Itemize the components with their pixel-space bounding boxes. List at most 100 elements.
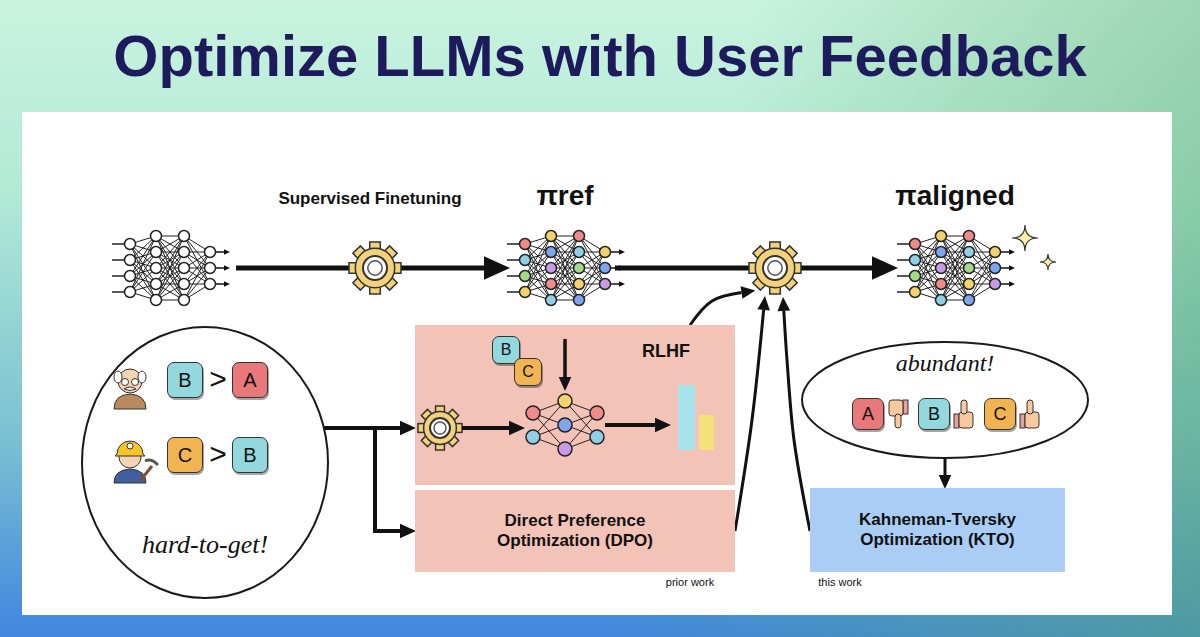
glasses (122, 379, 129, 386)
net-neuron (964, 279, 975, 290)
shirt (114, 394, 146, 409)
net-neuron (590, 406, 604, 420)
arrow-line (216, 267, 226, 269)
hair (138, 371, 146, 383)
connector-arrow (784, 311, 810, 531)
palm (959, 412, 973, 428)
net-neuron (520, 287, 531, 298)
net-neuron (910, 239, 921, 250)
net-neuron (546, 263, 557, 274)
option-letter: B (243, 444, 256, 467)
net-neuron (964, 231, 975, 242)
net-neuron (590, 430, 604, 444)
response-chip: A (852, 398, 884, 430)
arrow-line (216, 283, 226, 285)
net-neuron (125, 255, 136, 266)
thumb (895, 414, 901, 428)
arrow-head (1009, 281, 1015, 286)
gear-hub (430, 418, 450, 438)
mustache (124, 387, 136, 391)
feedback-ellipse: hard-to-get!BACB (80, 325, 330, 600)
preference-symbol: > (209, 437, 227, 471)
net-neuron (179, 295, 190, 306)
option-letter: B (501, 341, 512, 359)
net-neuron (990, 279, 1001, 290)
net-neuron (600, 279, 611, 290)
net-link (579, 252, 605, 300)
gear-ring (368, 261, 382, 275)
option-letter: B (178, 369, 191, 392)
arrow-head (619, 281, 625, 286)
net-neuron (990, 247, 1001, 258)
net-neuron (964, 247, 975, 258)
net-link (184, 252, 210, 300)
net-neuron (574, 247, 585, 258)
net-neuron (179, 279, 190, 290)
net-neuron (936, 279, 947, 290)
net-neuron (546, 231, 557, 242)
net-neuron (205, 247, 216, 258)
arrow-head (224, 281, 230, 286)
net-neuron (125, 239, 136, 250)
thumbs-down-icon (889, 400, 908, 428)
net-neuron (526, 406, 540, 420)
model-node: πref (515, 180, 615, 320)
gear-body (755, 248, 794, 287)
net-link (941, 252, 969, 300)
net-link (156, 252, 184, 300)
model-node: πaligned (897, 180, 1013, 320)
net-neuron (151, 295, 162, 306)
arrow-line (563, 339, 567, 378)
net-neuron (558, 394, 572, 408)
white-panel (22, 112, 1172, 615)
sleeve (1020, 414, 1025, 428)
net-input (112, 275, 125, 277)
arrow-head (484, 256, 510, 279)
net-neuron (574, 231, 585, 242)
gear-body (424, 412, 457, 445)
option-letter: C (994, 404, 1007, 425)
net-neuron (179, 247, 190, 258)
method-box: Direct Preference Optimization (DPO) (415, 490, 735, 572)
model-label: πref (536, 180, 593, 212)
option-letter: B (928, 404, 940, 425)
net-neuron (125, 271, 136, 282)
outline-ellipse (82, 327, 328, 598)
helmet (115, 441, 145, 456)
net-neuron (574, 279, 585, 290)
arrow-head (1009, 265, 1015, 270)
thumb (1027, 400, 1033, 414)
net-input (507, 291, 520, 293)
response-chip: B (232, 437, 268, 473)
palm (889, 400, 903, 416)
connector-arrow (690, 293, 742, 325)
response-chip: B (167, 362, 203, 398)
hair (114, 371, 122, 383)
pickaxe-handle (140, 466, 152, 481)
helmet-lamp (127, 443, 133, 449)
arrow-line (462, 426, 510, 430)
net-neuron (205, 279, 216, 290)
sleeve (903, 400, 908, 414)
method-box: Kahneman-Tversky Optimization (KTO) (810, 488, 1065, 572)
net-neuron (574, 295, 585, 306)
old-man-icon (114, 369, 146, 409)
response-chip: A (232, 362, 268, 398)
option-letter: C (178, 444, 192, 467)
arrow-line (611, 251, 621, 253)
diagram-title: Optimize LLMs with User Feedback (0, 24, 1200, 88)
sparkle (1012, 225, 1038, 251)
model-label: πaligned (895, 180, 1014, 212)
arrow-head (1009, 249, 1015, 254)
net-neuron (546, 295, 557, 306)
response-chip: C (167, 437, 203, 473)
net-neuron (520, 239, 531, 250)
method-name: Direct Preference Optimization (DPO) (465, 511, 685, 551)
net-neuron (179, 231, 190, 242)
arrow-head (655, 418, 671, 432)
net-neuron (520, 271, 531, 282)
reward-model-icon (526, 394, 604, 456)
base-model-icon (112, 231, 230, 306)
thumbs-up-icon (954, 400, 973, 428)
